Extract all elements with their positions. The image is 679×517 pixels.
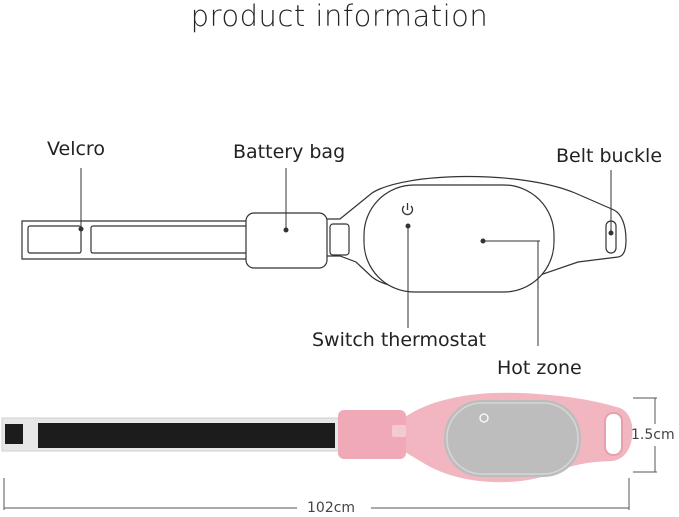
belt-photo [1, 392, 633, 483]
heating-pad [363, 184, 555, 293]
photo-battery-tab [392, 425, 406, 437]
photo-belt-buckle [604, 412, 623, 456]
page-title: product information [190, 0, 489, 33]
length-dimension: 102cm [307, 500, 356, 516]
photo-velcro-patch [5, 424, 23, 444]
photo-battery-bag [338, 410, 406, 459]
velcro-label: Velcro [47, 138, 105, 160]
velcro-patch [27, 225, 82, 254]
dimension-lines [3, 397, 657, 510]
power-icon [401, 203, 414, 216]
battery-bag-label: Battery bag [233, 141, 346, 163]
belt-line-drawing [21, 175, 627, 293]
velcro-loop [90, 225, 249, 254]
photo-heating-pad-highlight [446, 402, 579, 475]
photo-heating-pad [444, 400, 581, 477]
leader-lines [78, 168, 614, 346]
height-dimension: 1.5cm [631, 427, 675, 443]
power-button [479, 413, 489, 423]
switch-thermostat-label: Switch thermostat [312, 329, 487, 351]
belt-buckle-label: Belt buckle [556, 145, 663, 167]
strap-slot [329, 223, 350, 256]
photo-velcro-strip [38, 423, 335, 448]
hot-zone-label: Hot zone [497, 357, 582, 379]
